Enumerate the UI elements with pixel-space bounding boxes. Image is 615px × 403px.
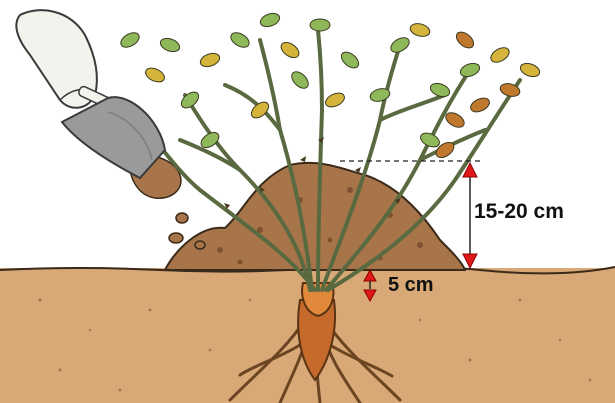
graft-depth-label: 5 cm [388, 274, 434, 297]
soil-mound [165, 163, 465, 270]
mound-height-label: 15-20 cm [474, 200, 564, 224]
